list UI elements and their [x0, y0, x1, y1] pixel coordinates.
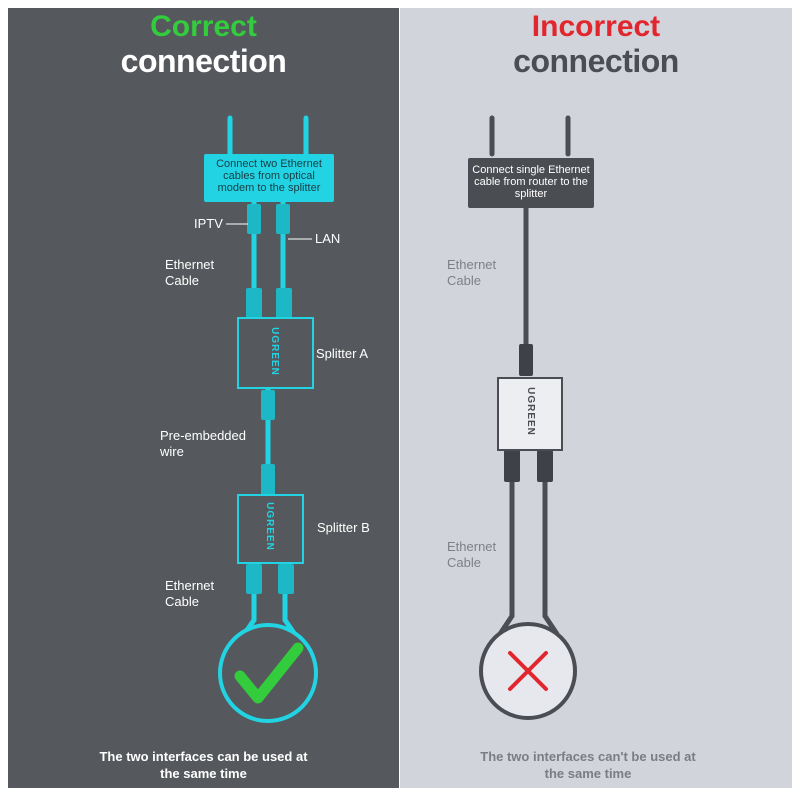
splitter-b-body	[237, 494, 304, 564]
incorrect-wiring-diagram	[468, 115, 594, 720]
incorrect-connection-panel: Incorrect connection	[400, 8, 792, 788]
status-circle	[218, 623, 318, 723]
router-box	[468, 158, 594, 208]
correct-subtitle: connection	[120, 43, 287, 79]
splitter-b-in-plug	[261, 464, 275, 498]
incorrect-caption: The two interfaces can't be used at the …	[480, 749, 696, 781]
splitter-in-plug	[519, 344, 533, 376]
pre-embedded-wire-label: Pre-embedded wire	[160, 428, 246, 459]
splitter-plug-left	[504, 450, 520, 482]
iptv-label: IPTV	[194, 216, 223, 231]
router-box-text: Connect single Ethernet cable from route…	[472, 164, 590, 200]
splitter-a-plug-left	[246, 288, 262, 318]
ethernet-cable-label-top: Ethernet Cable	[447, 257, 497, 288]
splitter-plug-right	[537, 450, 553, 482]
incorrect-subtitle: connection	[513, 43, 679, 79]
lan-connector	[276, 204, 290, 234]
splitter-b-plug-left	[246, 564, 262, 594]
modem-box	[204, 154, 334, 202]
lan-label: LAN	[315, 231, 341, 246]
correct-caption: The two interfaces can be used at the sa…	[99, 749, 308, 781]
splitter-a-out-plug	[261, 390, 275, 420]
ethernet-cable-label-bottom: Ethernet Cable	[165, 578, 215, 609]
correct-connection-panel: Correct connection	[8, 8, 399, 788]
incorrect-title: Incorrect	[531, 10, 661, 43]
splitter-brand: UGREEN	[524, 387, 536, 436]
splitter-b-plug-right	[278, 564, 294, 594]
check-icon	[234, 642, 304, 704]
ethernet-cable-label-bottom: Ethernet Cable	[447, 539, 497, 570]
correct-title: Correct	[150, 10, 257, 43]
splitter-body	[497, 377, 563, 451]
iptv-connector	[247, 204, 261, 234]
modem-box-text: Connect two Ethernet cables from optical…	[216, 158, 322, 194]
splitter-a-body	[237, 317, 314, 389]
splitter-a-plug-right	[276, 288, 292, 318]
cross-icon-stroke-2	[508, 651, 548, 691]
correct-wiring-diagram	[204, 115, 334, 723]
splitter-a-brand: UGREEN	[268, 327, 280, 376]
splitter-b-brand: UGREEN	[263, 502, 275, 551]
ethernet-cable-label-top: Ethernet Cable	[165, 257, 215, 288]
splitter-b-label: Splitter B	[317, 520, 370, 535]
splitter-a-label: Splitter A	[316, 346, 369, 361]
